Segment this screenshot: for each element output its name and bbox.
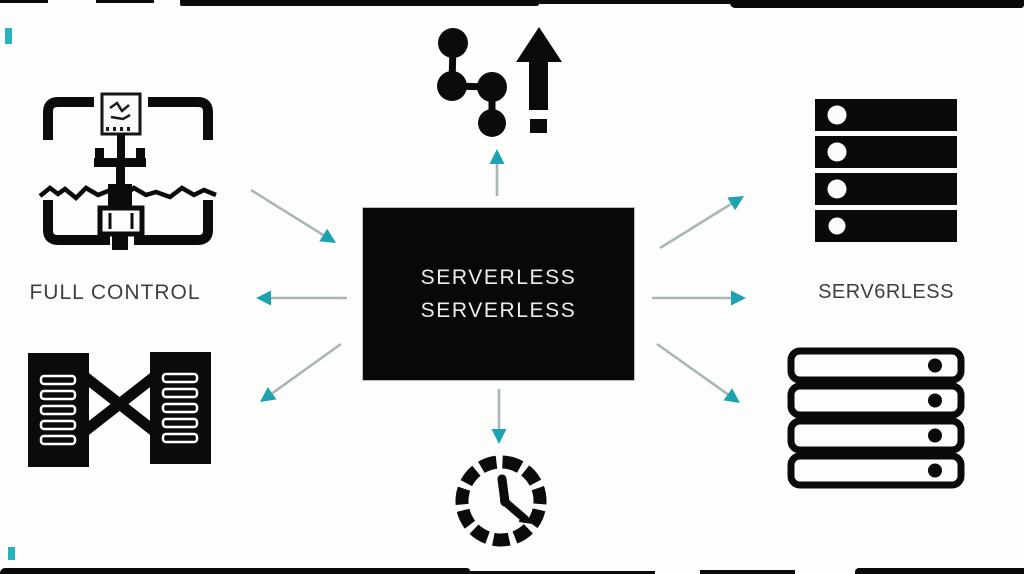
server-migration-icon [27,351,212,469]
glitch-mark [8,547,15,560]
center-box-title-line2: SERVERLESS [420,299,577,322]
arrow-center-to-top-right [659,196,744,250]
glitch-bar [855,568,1024,574]
glitch-bar [0,0,48,3]
glitch-bar [730,0,1024,8]
arrow-center-to-bottom [491,389,507,444]
glitch-bar [0,568,470,574]
arrow-top-left-to-center [250,188,336,243]
serverless-label: SERV6RLESS [818,281,954,303]
full-control-label: FULL CONTROL [29,281,201,304]
arrow-center-to-top [489,149,505,196]
arrow-center-to-bottom-left [260,342,342,402]
center-box-title-line1: SERVERLESS [420,266,577,289]
glitch-bar [180,0,540,6]
server-stack-icon [813,97,959,244]
server-rack-icon [786,347,966,490]
glitch-bar [96,0,154,3]
glitch-bar [540,0,730,4]
glitch-mark [5,28,12,44]
arrow-center-to-bottom-right [656,342,740,403]
arrow-center-to-right [652,290,746,306]
center-serverless-box: SERVERLESS SERVERLESS [363,208,634,380]
chip-frame-icon [38,92,218,252]
arrow-center-to-left [256,290,347,306]
glitch-bar [470,571,655,574]
network-scale-up-icon [423,25,565,137]
clock-icon [451,452,551,552]
glitch-bar [700,570,795,574]
